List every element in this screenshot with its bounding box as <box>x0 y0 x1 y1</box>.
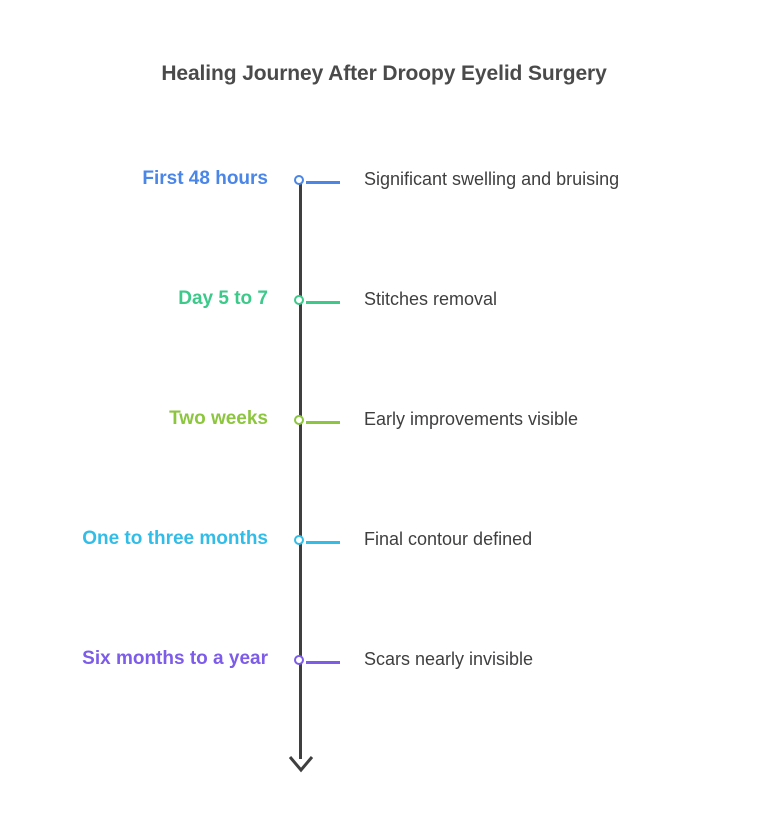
timeline-connector <box>306 660 340 664</box>
timeline-description: Early improvements visible <box>364 409 579 429</box>
timeline-description: Scars nearly invisible <box>364 649 534 669</box>
timeline-label: One to three months <box>82 528 268 549</box>
timeline-description: Significant swelling and bruising <box>364 169 620 189</box>
timeline-connector <box>306 540 340 544</box>
timeline-marker-dot <box>294 175 304 185</box>
timeline-label: First 48 hours <box>142 168 268 189</box>
timeline-connector <box>306 300 340 304</box>
timeline-axis <box>299 182 302 759</box>
timeline-marker-dot <box>294 535 304 545</box>
timeline-marker-dot <box>294 295 304 305</box>
timeline-connector <box>306 420 340 424</box>
timeline-marker-dot <box>294 655 304 665</box>
arrow-down-icon <box>287 748 315 774</box>
timeline-marker-dot <box>294 415 304 425</box>
timeline-label: Two weeks <box>169 408 268 429</box>
page-title: Healing Journey After Droopy Eyelid Surg… <box>161 62 607 85</box>
timeline-label: Day 5 to 7 <box>178 288 268 309</box>
timeline-connector <box>306 180 340 184</box>
timeline-label: Six months to a year <box>82 648 268 669</box>
timeline-description: Final contour defined <box>364 529 533 549</box>
timeline-description: Stitches removal <box>364 289 498 309</box>
